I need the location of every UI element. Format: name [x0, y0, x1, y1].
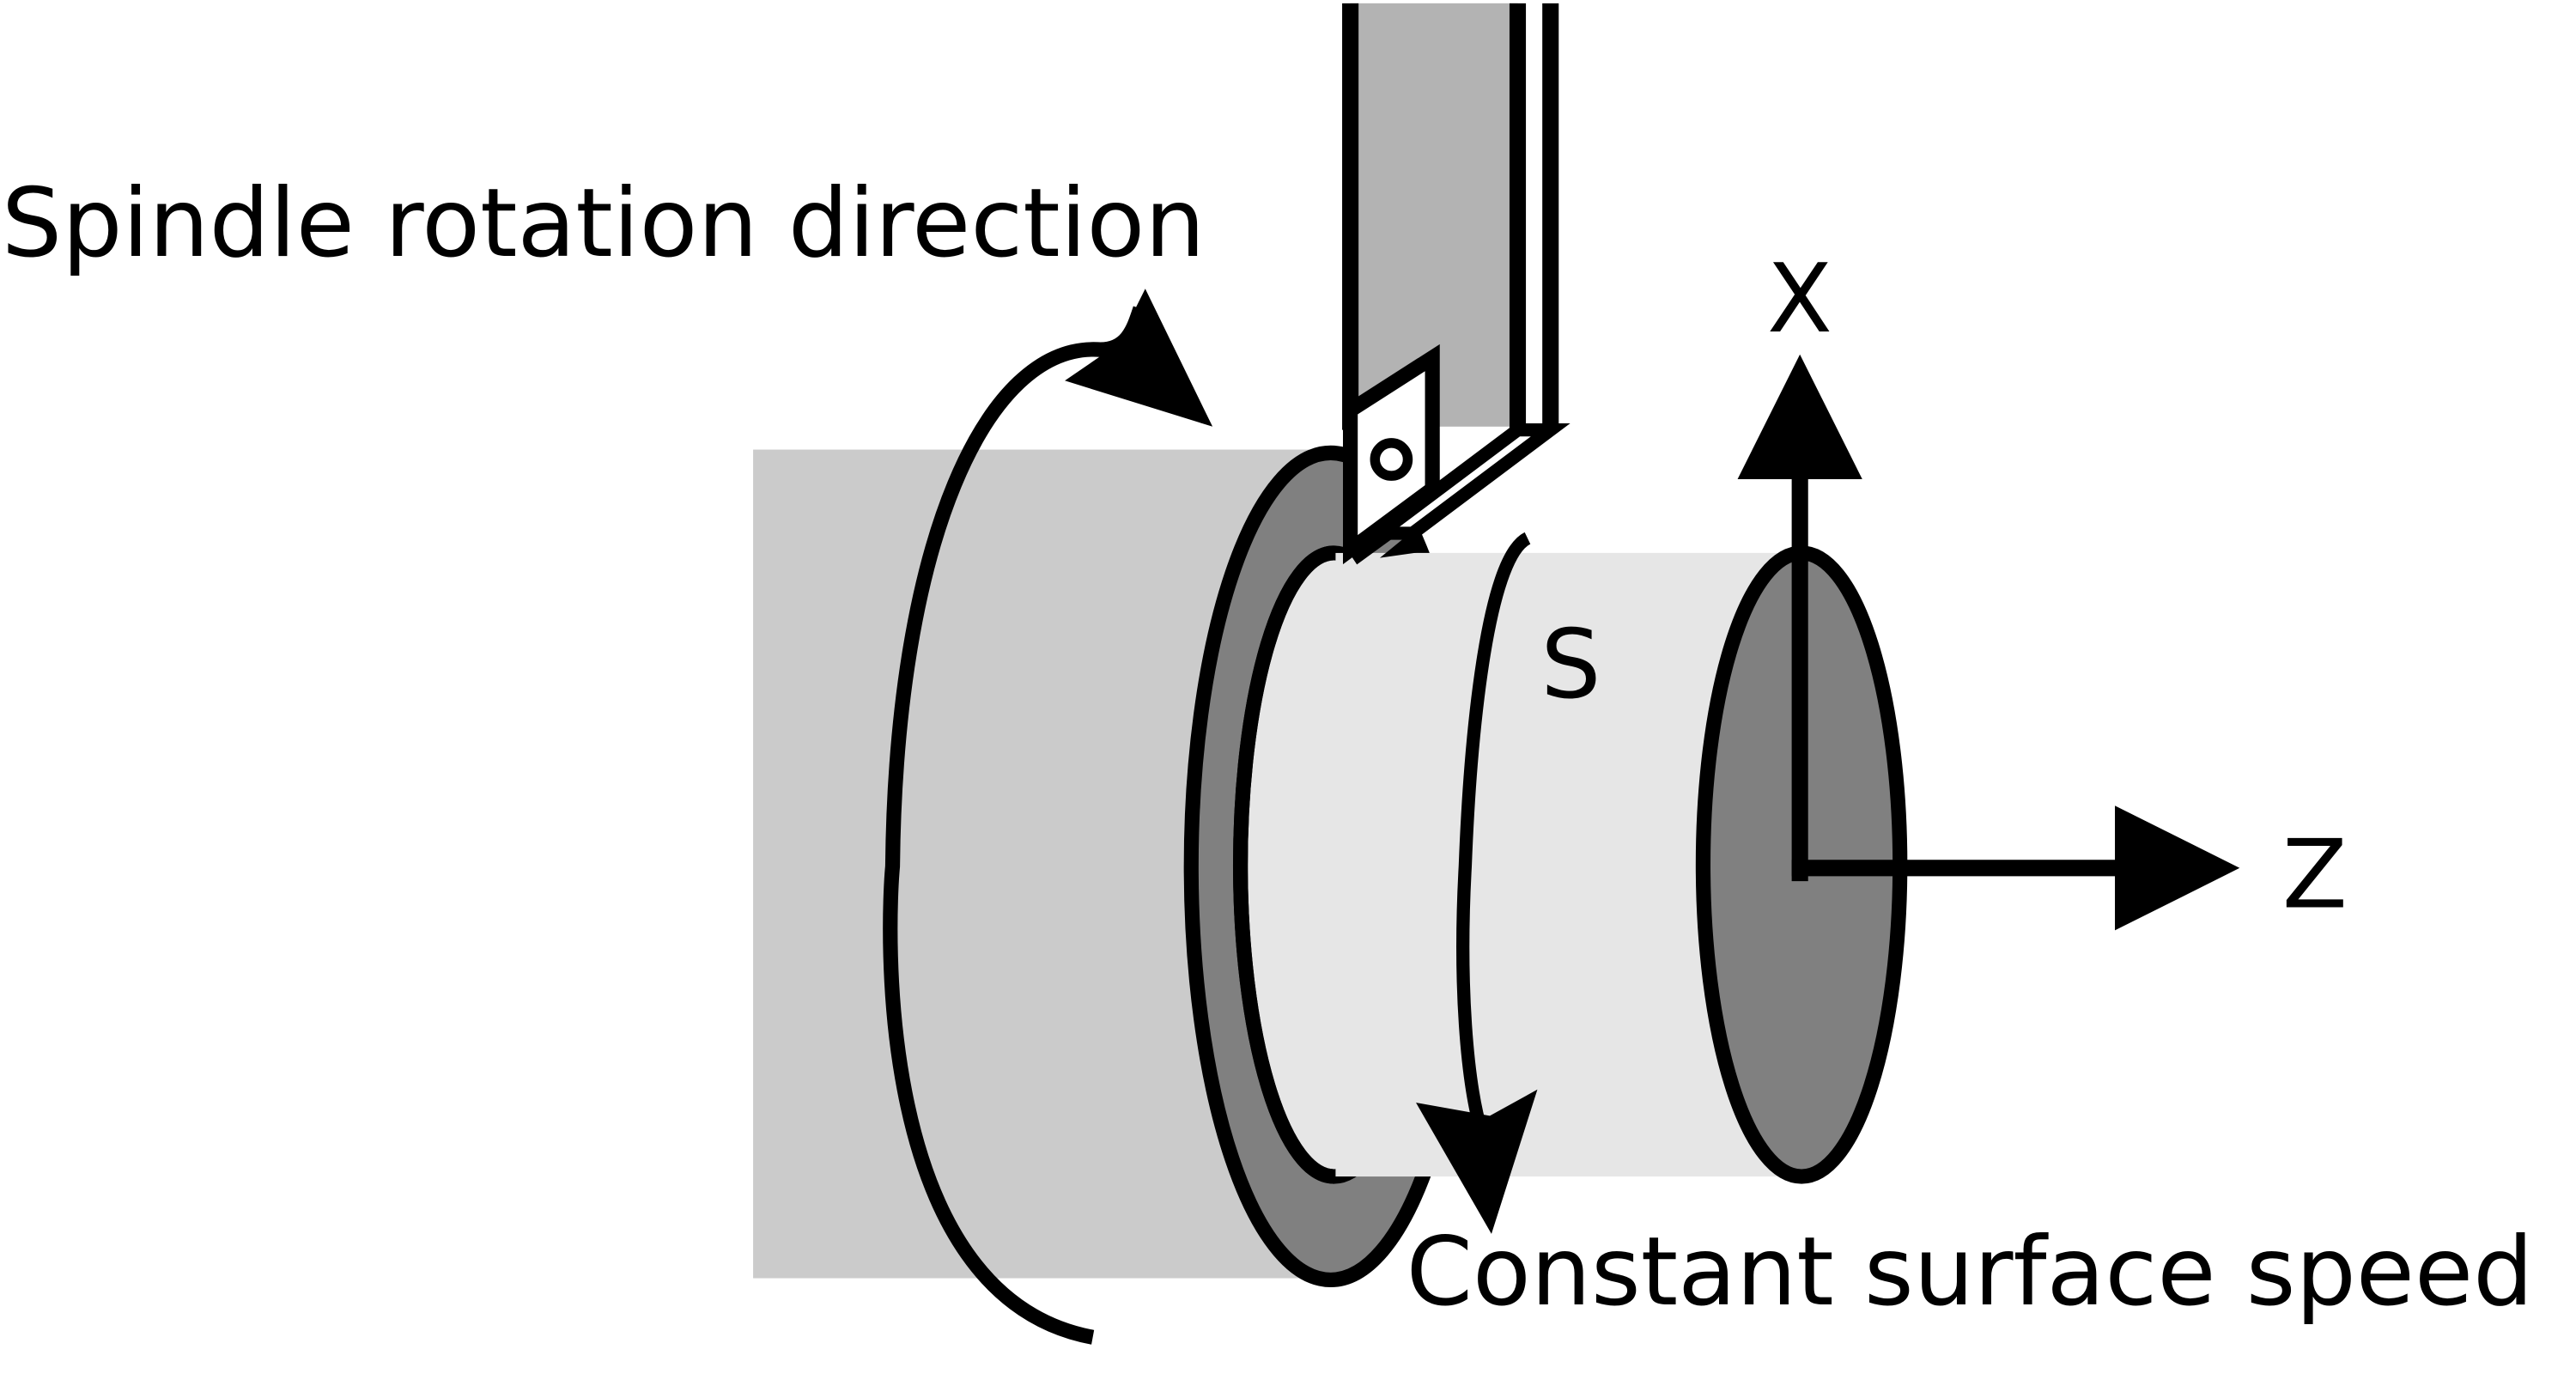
screw-icon [1370, 438, 1413, 481]
surface-speed-label: Constant surface speed [1406, 1217, 2534, 1328]
spindle-rotation-label: Spindle rotation direction [2, 168, 1206, 279]
spindle-rotation-arc [883, 306, 1148, 1345]
z-axis-arrowhead [2115, 805, 2240, 931]
surface-speed-arrowhead [1416, 1089, 1538, 1234]
inner-face-left-edge [1232, 545, 1334, 1184]
surface-speed-arrow-line [1456, 532, 1532, 1134]
x-axis-label: X [1767, 244, 1832, 355]
insert-tip-right [1380, 528, 1426, 558]
x-axis-arrowhead [1737, 354, 1862, 479]
insert-tip [1343, 532, 1394, 565]
spindle-rotation-arrowhead [1065, 289, 1213, 427]
z-axis-label: Z [2282, 820, 2348, 931]
speed-s-label: S [1540, 610, 1601, 720]
